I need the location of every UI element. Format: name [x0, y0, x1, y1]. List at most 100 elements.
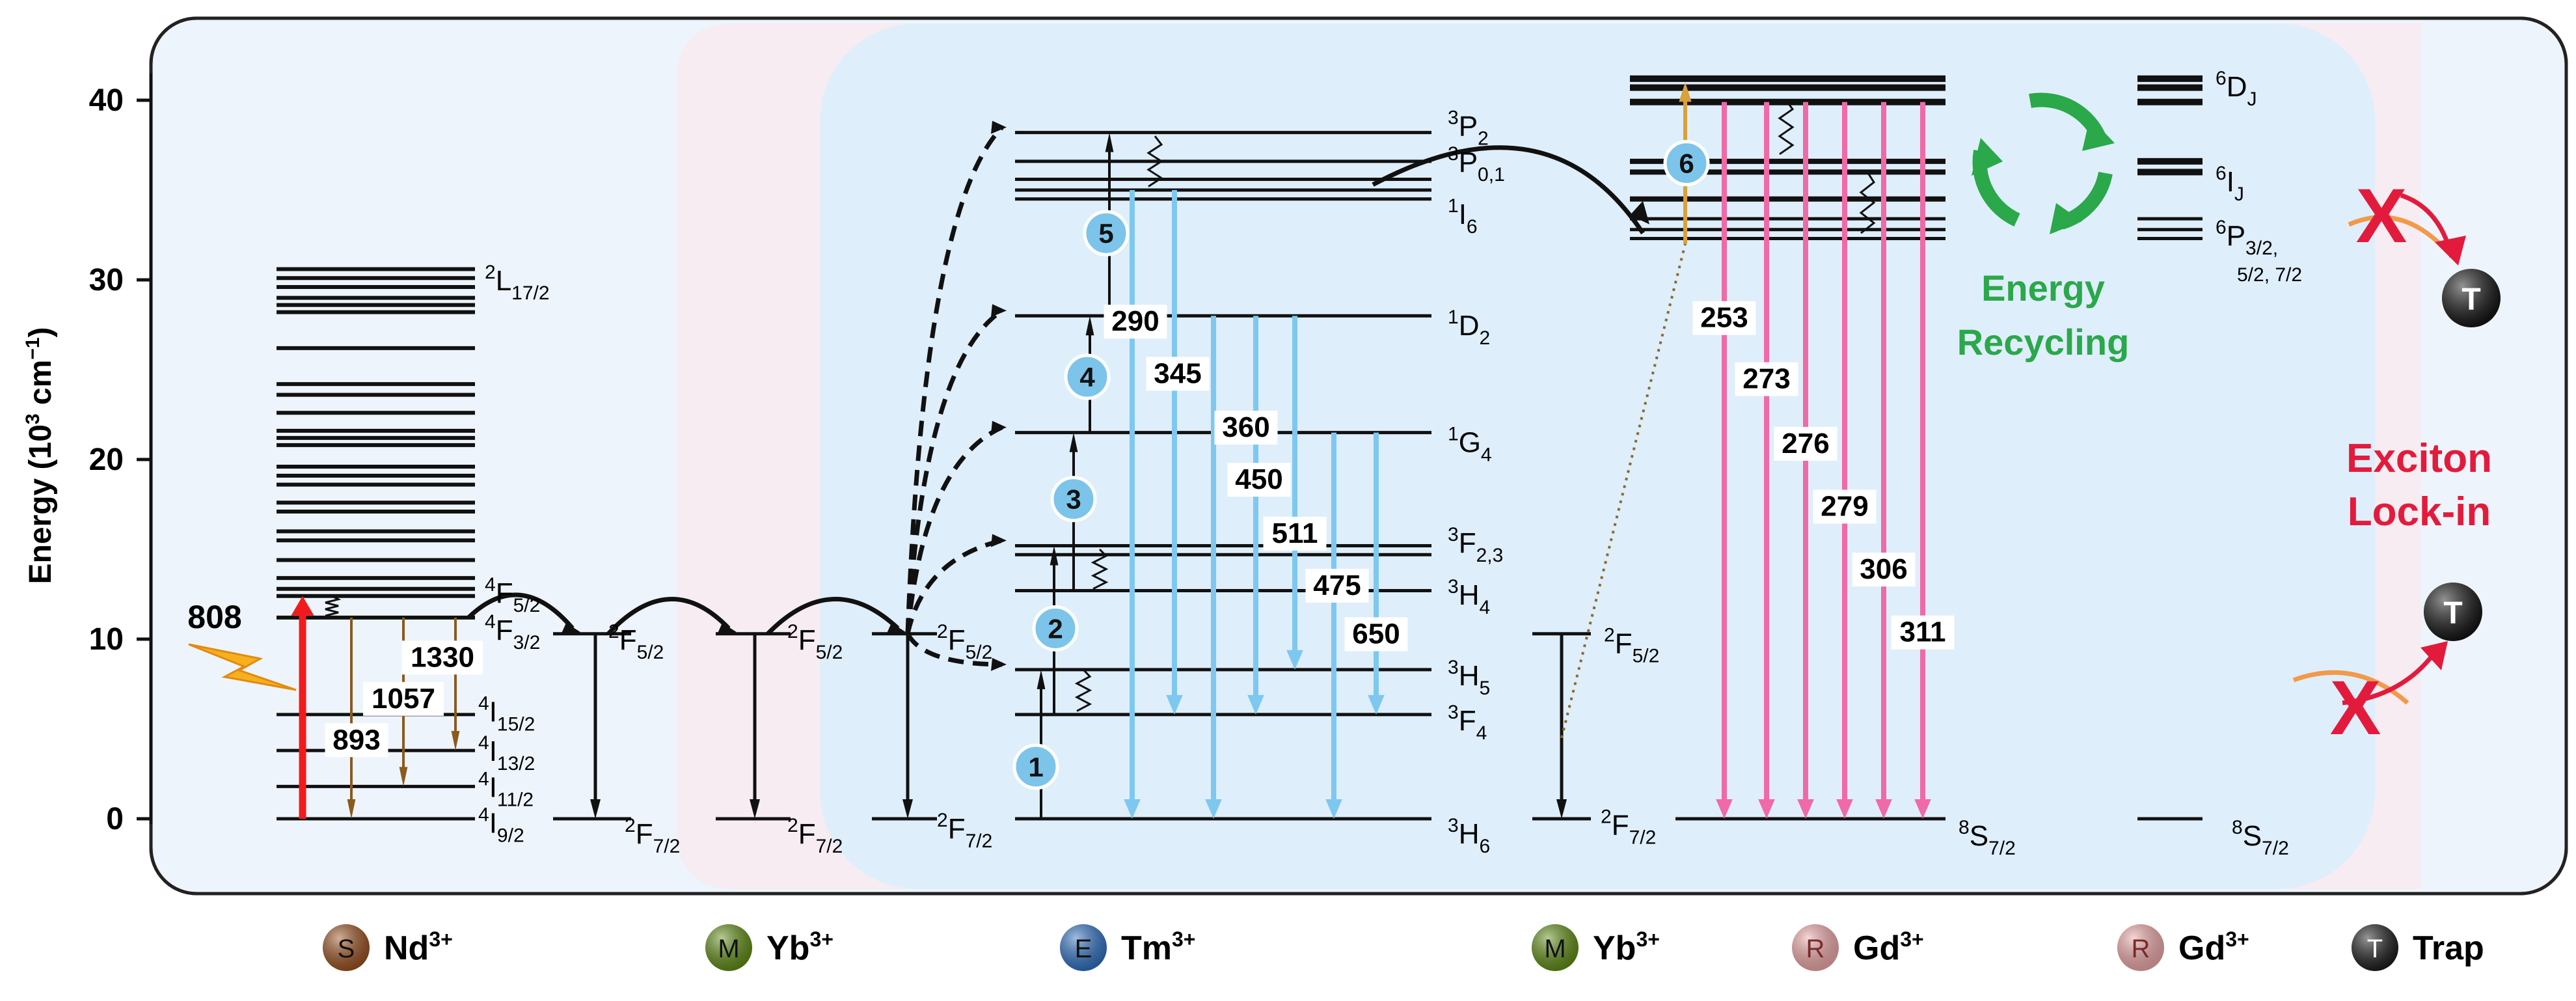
- term-symbol: 3H5: [1448, 657, 1490, 699]
- level-labels: 2L17/24F5/24F3/24I15/24I13/24I11/24I9/22…: [478, 68, 2302, 859]
- step-number: 3: [1066, 484, 1081, 515]
- step-marker-6: [1663, 140, 1710, 187]
- gd-emission-273-head: [1758, 799, 1775, 819]
- term-symbol: 3F2,3: [1448, 524, 1503, 566]
- term-symbol: 3P0,1: [1448, 143, 1505, 185]
- nd-label-893: 893: [332, 724, 380, 756]
- tm-label-345: 345: [1154, 357, 1201, 389]
- term-symbol: 2F7/2: [937, 810, 992, 852]
- excitation-wavelength: 808: [187, 599, 241, 635]
- yb-emission-arrow-head: [750, 799, 760, 819]
- yb-emission-arrow-head: [902, 799, 913, 819]
- tm-upconversion-step-head: [1050, 545, 1059, 566]
- energy-recycling-label-2: Recycling: [1957, 322, 2130, 363]
- legend-item: E Tm3+: [1060, 924, 1195, 971]
- term-symbol: 4I13/2: [478, 732, 535, 775]
- gd-emission-311-head: [1914, 799, 1931, 819]
- step-number: 6: [1679, 148, 1694, 179]
- legend-item: M Yb3+: [1532, 924, 1660, 971]
- legend-label: Gd3+: [1853, 927, 1924, 967]
- nd-label-1330-box: [402, 640, 483, 675]
- blue-band: [820, 23, 2375, 889]
- nd-label-1057-box: [363, 681, 444, 716]
- nonradiative-relaxation: [1146, 135, 1163, 187]
- legend-letter: E: [1075, 935, 1092, 963]
- excitation-arrow-head: [291, 596, 314, 616]
- yb-tm-transfer-arrow: [766, 597, 900, 636]
- gd-emission-279-head: [1836, 799, 1853, 819]
- tm-emission-360-head: [1205, 799, 1222, 819]
- tm-emission-450-head: [1247, 694, 1264, 715]
- tm-label-360-box: [1214, 411, 1278, 445]
- tm-upconversion-step-head: [1085, 316, 1094, 336]
- tm-gd-transfer-arrow: [1372, 145, 1645, 235]
- term-symbol: 6DJ: [2216, 68, 2257, 110]
- tm-upconversion-step-head: [1105, 132, 1114, 152]
- step-marker-4: [1064, 353, 1111, 400]
- gd-label-306: 306: [1860, 553, 1907, 585]
- lightning-icon: [188, 643, 297, 691]
- nonradiative-relaxation: [1859, 171, 1876, 234]
- step-number: 5: [1098, 218, 1113, 249]
- tm-emission-511-head: [1286, 650, 1303, 670]
- yb-emission-arrow-head: [1556, 799, 1567, 819]
- term-symbol: 3H4: [1448, 576, 1490, 618]
- tm-emission-290-head: [1124, 799, 1141, 819]
- gd-label-311-box: [1891, 615, 1955, 650]
- trap-upper: X T: [2348, 173, 2501, 327]
- gd-label-253-box: [1692, 301, 1756, 335]
- trap-lower: X T: [2292, 583, 2482, 751]
- axis-tick-label: 10: [89, 622, 124, 657]
- legend-item: R Gd3+: [1792, 924, 1924, 971]
- legend-letter: T: [2367, 935, 2383, 963]
- axis-tick-label: 20: [89, 443, 124, 477]
- tm-label-475-box: [1305, 568, 1369, 603]
- wavelength-labels: 1330105789329034536045051147565025327327…: [325, 301, 1955, 758]
- legend-label: Gd3+: [2178, 927, 2249, 967]
- tm-label-450: 450: [1235, 463, 1282, 495]
- energy-levels: [277, 75, 2203, 821]
- nd-label-1057: 1057: [372, 683, 435, 715]
- term-symbol: 6P3/2,: [2216, 217, 2278, 259]
- term-symbol: 2F5/2: [937, 621, 992, 663]
- transition-arrows: [291, 82, 1931, 819]
- step-marker-2: [1032, 605, 1079, 651]
- tm-label-290: 290: [1111, 305, 1159, 337]
- legend-letter: R: [2132, 935, 2150, 963]
- legend-item: R Gd3+: [2117, 924, 2249, 971]
- tm-upconversion-step-head: [1069, 432, 1078, 452]
- step-marker-3: [1050, 476, 1097, 523]
- step-marker-5: [1083, 210, 1130, 256]
- legend-letter: R: [1806, 935, 1825, 963]
- gd-label-253: 253: [1700, 302, 1748, 334]
- gd-label-273: 273: [1742, 363, 1790, 395]
- tm-label-650-box: [1344, 617, 1408, 651]
- axis-tick-label: 40: [89, 83, 124, 118]
- tm-label-475: 475: [1313, 569, 1361, 601]
- exciton-lockin-label-2: Lock-in: [2348, 489, 2491, 534]
- legend-item: T Trap: [2352, 924, 2484, 971]
- axis-tick-label: 30: [89, 263, 124, 297]
- energy-axis: 40 30 20 10 0: [89, 73, 153, 836]
- nd-label-893-box: [325, 723, 388, 758]
- nonradiative-relaxation: [325, 595, 342, 617]
- nd-label-1330: 1330: [411, 641, 474, 673]
- term-symbol: 2F7/2: [787, 815, 843, 857]
- tm-label-360: 360: [1222, 411, 1269, 443]
- legend-label: Trap: [2413, 929, 2484, 967]
- nd-emission-1057-head: [399, 767, 408, 787]
- legend-label: Yb3+: [1593, 927, 1660, 967]
- axis-tick-label: 0: [106, 802, 124, 836]
- exciton-lockin-label-1: Exciton: [2346, 436, 2492, 481]
- term-symbol: 3H6: [1448, 815, 1490, 857]
- term-symbol: 4I11/2: [478, 768, 534, 810]
- tm-dashed-transfer: [905, 632, 1003, 667]
- nonradiative-relaxation: [1091, 548, 1109, 590]
- term-symbol: 3P2: [1448, 107, 1489, 150]
- gd-emission-306-head: [1875, 799, 1892, 819]
- legend-letter: M: [1544, 935, 1566, 963]
- legend-label: Tm3+: [1121, 927, 1195, 967]
- nd-emission-893-head: [347, 799, 356, 819]
